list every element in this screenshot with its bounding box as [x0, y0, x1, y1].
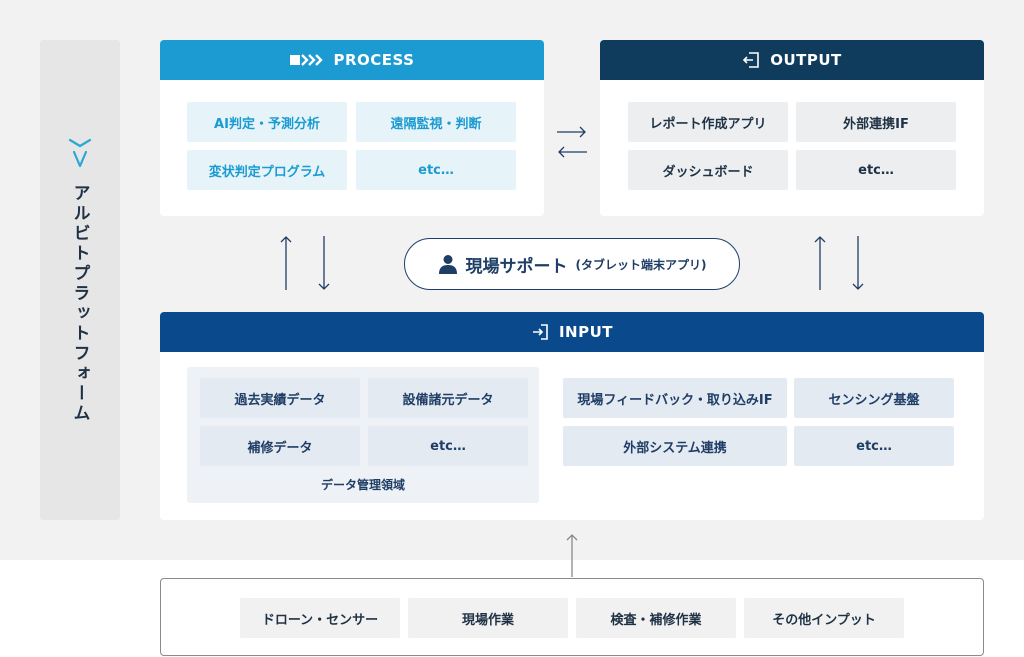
source-item: ドローン・センサー	[240, 598, 400, 638]
data-area-label: データ管理領域	[320, 478, 405, 492]
output-item: 外部連携IF	[796, 102, 956, 142]
process-header: PROCESS	[160, 40, 544, 80]
process-title: PROCESS	[333, 51, 415, 69]
process-input-arrows	[280, 236, 330, 290]
input-title: INPUT	[558, 323, 614, 341]
output-item: etc…	[796, 150, 956, 190]
process-item: 変状判定プログラム	[187, 150, 347, 190]
process-item: etc…	[356, 150, 516, 190]
data-item: 補修データ	[200, 426, 360, 466]
input-item: etc…	[794, 426, 954, 466]
output-title: OUTPUT	[770, 51, 842, 69]
platform-title: アルビトプラットフォーム	[69, 184, 90, 424]
export-icon	[743, 52, 760, 68]
source-item: 検査・補修作業	[576, 598, 736, 638]
albit-logo-icon	[68, 138, 92, 168]
support-sub-label: (タブレット端末アプリ)	[575, 257, 707, 272]
platform-column: アルビトプラットフォーム	[40, 40, 120, 520]
output-input-arrows	[814, 236, 864, 290]
input-item: 現場フィードバック・取り込みIF	[563, 378, 787, 418]
process-item: AI判定・予測分析	[187, 102, 347, 142]
field-support-pill: 現場サポート (タブレット端末アプリ)	[404, 238, 740, 290]
data-item: 過去実績データ	[200, 378, 360, 418]
sources-input-arrow	[566, 534, 578, 577]
input-item: 外部システム連携	[563, 426, 787, 466]
support-main-label: 現場サポート	[465, 256, 568, 277]
output-header: OUTPUT	[600, 40, 984, 80]
forward-chevrons-icon	[289, 54, 323, 66]
process-item: 遠隔監視・判断	[356, 102, 516, 142]
output-item: レポート作成アプリ	[628, 102, 788, 142]
input-panel: INPUT 過去実績データ 設備諸元データ 補修データ etc… データ管理領域…	[160, 312, 984, 520]
source-item: 現場作業	[408, 598, 568, 638]
process-panel: PROCESS AI判定・予測分析 遠隔監視・判断 変状判定プログラム etc…	[160, 40, 544, 216]
output-item: ダッシュボード	[628, 150, 788, 190]
input-sources-box: ドローン・センサー 現場作業 検査・補修作業 その他インプット	[160, 578, 984, 656]
input-item: センシング基盤	[794, 378, 954, 418]
data-item: 設備諸元データ	[368, 378, 528, 418]
data-item: etc…	[368, 426, 528, 466]
output-panel: OUTPUT レポート作成アプリ 外部連携IF ダッシュボード etc…	[600, 40, 984, 216]
import-icon	[532, 324, 548, 340]
data-management-area: 過去実績データ 設備諸元データ 補修データ etc… データ管理領域	[187, 367, 539, 503]
source-item: その他インプット	[744, 598, 904, 638]
process-output-arrows	[557, 126, 587, 158]
input-header: INPUT	[160, 312, 984, 352]
person-icon	[438, 255, 457, 274]
